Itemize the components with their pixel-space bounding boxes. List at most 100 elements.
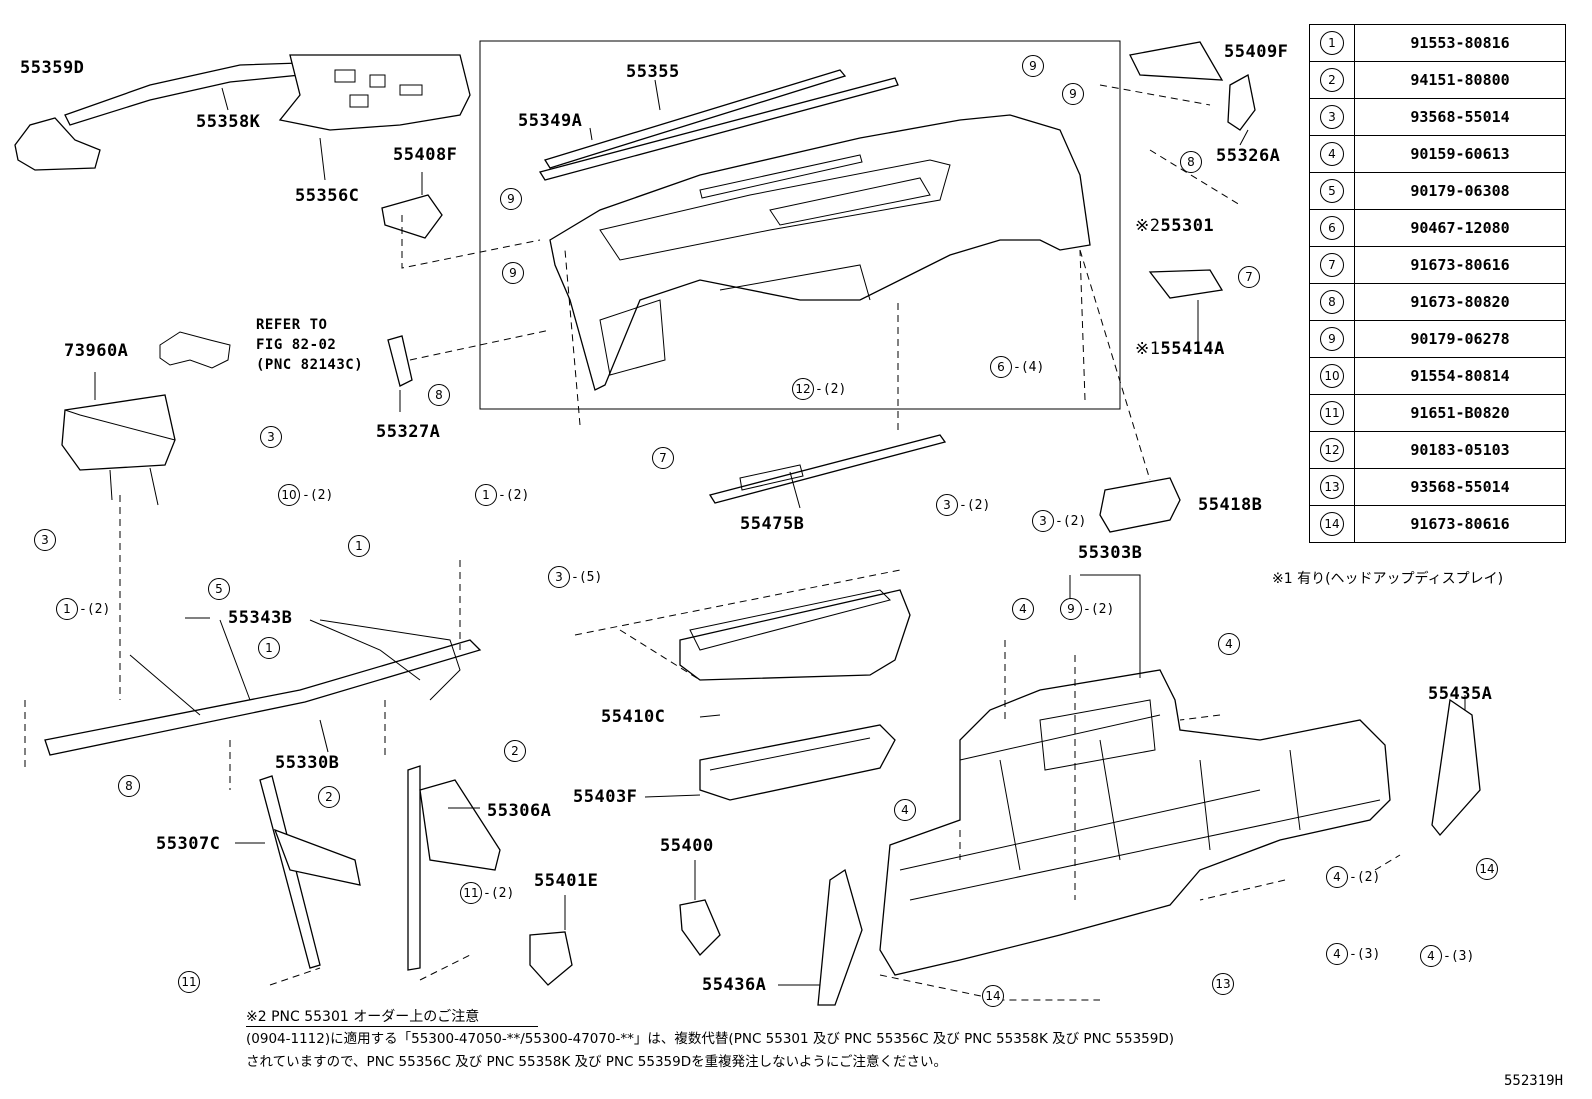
- part-55401e-shape: [529, 931, 573, 986]
- footnote-title-underline: [246, 1026, 538, 1027]
- callout-6: 6: [990, 356, 1012, 378]
- parts-table-row: 9 90179-06278: [1309, 320, 1566, 358]
- label-55303b: 55303B: [1078, 543, 1143, 563]
- parts-table-index-number: 1: [1320, 31, 1344, 55]
- parts-table-index-number: 14: [1320, 512, 1344, 536]
- parts-table-index-number: 5: [1320, 179, 1344, 203]
- parts-table-index-number: 6: [1320, 216, 1344, 240]
- parts-table-index: 8: [1309, 283, 1355, 321]
- qty-4: -(4): [1013, 360, 1045, 375]
- parts-table-row: 6 90467-12080: [1309, 209, 1566, 247]
- parts-table-part-number: 91673-80820: [1354, 283, 1566, 321]
- callout-8: 8: [428, 384, 450, 406]
- label-55326a: 55326A: [1216, 146, 1281, 166]
- callout-7: 7: [652, 447, 674, 469]
- callout-12: 12: [792, 378, 814, 400]
- part-55409f-shape: [1129, 41, 1224, 81]
- parts-table-index-number: 11: [1320, 401, 1344, 425]
- label-55414a-text: 55414A: [1160, 339, 1225, 359]
- parts-table-index: 11: [1309, 394, 1355, 432]
- callout-4: 4: [894, 799, 916, 821]
- callout-2: 2: [504, 740, 526, 762]
- part-55408f-shape: [381, 194, 443, 239]
- label-55330b: 55330B: [275, 753, 340, 773]
- mark-2: ※2: [1135, 216, 1161, 236]
- part-55330b-shape: [44, 639, 482, 756]
- part-73960a-shape: [61, 394, 176, 471]
- qty-3: -(3): [1349, 947, 1381, 962]
- label-55301: ※255301: [1135, 218, 1214, 235]
- qty-2: -(2): [1349, 870, 1381, 885]
- parts-table-part-number: 93568-55014: [1354, 98, 1566, 136]
- parts-table-index: 14: [1309, 505, 1355, 543]
- callout-7: 7: [1238, 266, 1260, 288]
- part-55327a-shape: [387, 335, 413, 387]
- qty-2: -(2): [302, 488, 334, 503]
- parts-table-index: 10: [1309, 357, 1355, 395]
- callout-9: 9: [1022, 55, 1044, 77]
- callout-10: 10: [278, 484, 300, 506]
- footnote-line1: (0904-1112)に適用する「55300-47050-**/55300-47…: [246, 1031, 1174, 1047]
- label-55349a: 55349A: [518, 111, 583, 131]
- parts-table-index: 6: [1309, 209, 1355, 247]
- label-55400: 55400: [660, 836, 714, 856]
- parts-table-part-number: 91554-80814: [1354, 357, 1566, 395]
- part-55410c-shape: [679, 589, 911, 681]
- label-55414a: ※155414A: [1135, 341, 1225, 358]
- label-55436a: 55436A: [702, 975, 767, 995]
- part-55400-shape: [679, 899, 721, 957]
- diagram-code: 552319H: [1504, 1073, 1564, 1089]
- part-55349a-shape: [538, 77, 899, 181]
- parts-table-index-number: 12: [1320, 438, 1344, 462]
- footnote-hud: ※1 有り(ヘッドアップディスプレイ): [1272, 571, 1504, 587]
- qty-2: -(2): [959, 498, 991, 513]
- part-55306a-shape: [407, 765, 421, 971]
- qty-3: -(3): [1443, 949, 1475, 964]
- refer-note-line3: (PNC 82143C): [256, 357, 364, 373]
- callout-2: 2: [318, 786, 340, 808]
- part-55414a-shape: [1148, 269, 1224, 299]
- qty-2: -(2): [498, 488, 530, 503]
- callout-4: 4: [1218, 633, 1240, 655]
- parts-table-part-number: 90467-12080: [1354, 209, 1566, 247]
- label-55327a: 55327A: [376, 422, 441, 442]
- parts-table-index-number: 2: [1320, 68, 1344, 92]
- parts-table-index-number: 9: [1320, 327, 1344, 351]
- callout-9: 9: [1060, 598, 1082, 620]
- parts-table-index: 3: [1309, 98, 1355, 136]
- callout-8: 8: [1180, 151, 1202, 173]
- parts-table-index: 9: [1309, 320, 1355, 358]
- label-55410c: 55410C: [601, 707, 666, 727]
- parts-table-index-number: 3: [1320, 105, 1344, 129]
- label-73960a: 73960A: [64, 341, 129, 361]
- qty-5: -(5): [571, 570, 603, 585]
- callout-11: 11: [178, 971, 200, 993]
- part-55355-shape: [543, 69, 847, 169]
- parts-table-part-number: 90179-06278: [1354, 320, 1566, 358]
- callout-3: 3: [34, 529, 56, 551]
- label-55435a: 55435A: [1428, 684, 1493, 704]
- callout-4: 4: [1012, 598, 1034, 620]
- qty-2: -(2): [79, 602, 111, 617]
- qty-2: -(2): [1055, 514, 1087, 529]
- qty-2: -(2): [483, 886, 515, 901]
- refer-note-line1: REFER TO: [256, 317, 328, 333]
- harness-shape: [159, 331, 231, 369]
- callout-8: 8: [118, 775, 140, 797]
- label-55358k: 55358K: [196, 112, 261, 132]
- parts-table-part-number: 91673-80616: [1354, 246, 1566, 284]
- callout-3: 3: [1032, 510, 1054, 532]
- callout-11: 11: [460, 882, 482, 904]
- part-55358k-shape: [64, 62, 301, 126]
- part-55436a-shape: [817, 868, 863, 1006]
